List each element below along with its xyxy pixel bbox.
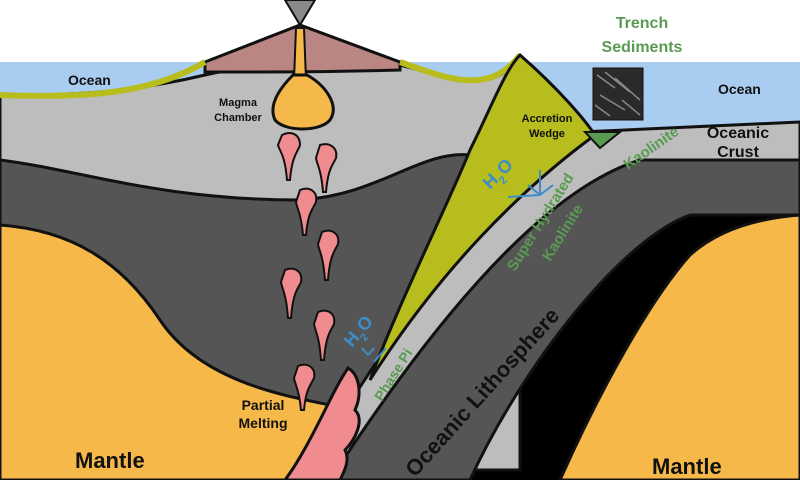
magma-conduit xyxy=(292,27,308,81)
melt-droplet xyxy=(292,363,316,411)
shoreline-right xyxy=(398,53,523,84)
mantle-left-region xyxy=(0,223,332,480)
magma-chamber xyxy=(271,73,335,131)
h2o-arrows-melt xyxy=(361,347,387,363)
accretion-wedge xyxy=(368,52,598,381)
trench-sediment-layer xyxy=(582,131,623,150)
magma-chamber-label-1: Magma xyxy=(219,97,258,109)
micrograph-texture xyxy=(594,71,641,117)
melt-droplets xyxy=(276,132,340,411)
melt-droplet xyxy=(276,132,302,181)
melt-droplet xyxy=(312,309,336,361)
melt-droplet xyxy=(314,143,338,193)
melt-droplet xyxy=(294,187,318,236)
shoreline-left xyxy=(0,59,207,99)
partial-melting-label-2: Melting xyxy=(239,415,288,431)
sky xyxy=(0,0,800,62)
accretion-wedge-label-1: Accretion xyxy=(522,113,573,125)
mantle-right-label: Mantle xyxy=(652,454,722,479)
ocean-right-label: Ocean xyxy=(718,81,761,97)
trench-sediments-label-1: Trench xyxy=(616,15,668,32)
magma-chamber-label-2: Chamber xyxy=(214,112,262,124)
partial-melting-zone xyxy=(283,365,361,480)
melt-droplet xyxy=(316,229,340,281)
ocean-left-label: Ocean xyxy=(68,72,111,88)
mantle-left-label: Mantle xyxy=(75,448,145,473)
oceanic-crust-label-1: Oceanic xyxy=(707,125,769,142)
partial-melting-label-1: Partial xyxy=(242,397,285,413)
ash-plume xyxy=(283,0,317,27)
oceanic-crust-label-2: Crust xyxy=(717,144,759,161)
sediment-micrograph-icon xyxy=(592,67,644,121)
trench-sediments-label-2: Sediments xyxy=(602,39,683,56)
accretion-wedge-label-2: Wedge xyxy=(529,128,565,140)
h2o-arrows-wedge xyxy=(507,170,554,198)
mantle-right-region xyxy=(558,213,800,480)
melt-droplet xyxy=(279,267,303,319)
oceanic-lithosphere-slab xyxy=(328,158,800,480)
